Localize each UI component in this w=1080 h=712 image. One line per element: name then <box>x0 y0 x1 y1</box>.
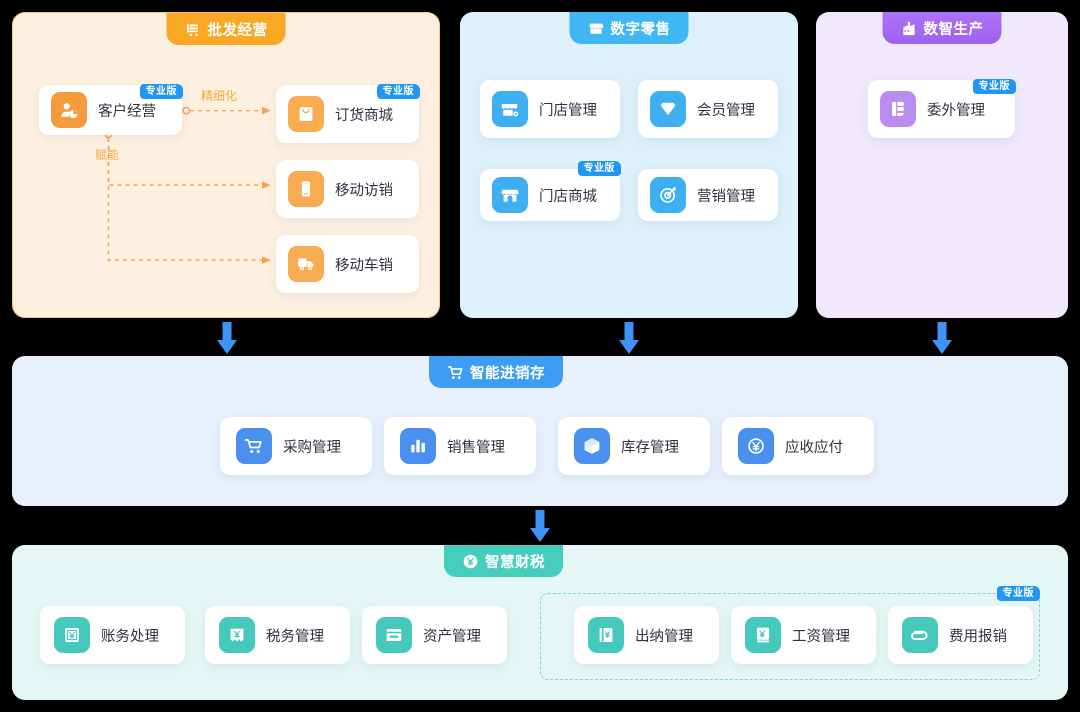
card-label: 出纳管理 <box>635 628 693 645</box>
flow-arrow-production-to-inventory <box>932 322 952 354</box>
card-store-mall[interactable]: 门店商城 专业版 <box>480 161 621 221</box>
purchase-cart-icon <box>236 428 272 464</box>
panel-retail: 数字零售 门店管理 <box>460 12 798 318</box>
card-label: 工资管理 <box>792 628 850 645</box>
yuan-badge-icon <box>462 553 479 570</box>
customer-icon <box>51 92 87 128</box>
card-payroll-management[interactable]: 工资管理 <box>731 606 876 664</box>
panel-inventory-sales: 智能进销存 采购管理 <box>12 356 1068 506</box>
panel-tab-production: 数智生产 <box>882 12 1002 44</box>
card-label: 移动车销 <box>335 257 393 274</box>
card-order-mall[interactable]: 订货商城 专业版 <box>276 84 420 143</box>
factory-icon <box>901 20 918 37</box>
card-asset-management[interactable]: 资产管理 <box>362 606 507 664</box>
card-marketing-management[interactable]: 营销管理 <box>638 169 778 221</box>
card-store-management[interactable]: 门店管理 <box>480 80 620 138</box>
storefront-icon <box>588 20 605 37</box>
panel-tab-label: 数字零售 <box>610 21 671 38</box>
card-cashier-management[interactable]: 出纳管理 <box>574 606 719 664</box>
card-accounting[interactable]: 账务处理 <box>40 606 185 664</box>
card-purchase-management[interactable]: 采购管理 <box>220 417 372 475</box>
card-label: 客户经营 <box>98 103 156 120</box>
card-mobile-van-sales[interactable]: 移动车销 <box>276 235 419 293</box>
panel-tab-retail: 数字零售 <box>569 12 689 44</box>
target-icon <box>650 177 686 213</box>
asset-icon <box>376 617 412 653</box>
flow-arrow-retail-to-inventory <box>619 322 639 354</box>
card-label: 应收应付 <box>785 439 843 456</box>
card-label: 门店商城 <box>539 188 597 205</box>
cart-shelf-icon <box>185 21 202 38</box>
bar-chart-icon <box>400 428 436 464</box>
panel-wholesale: 批发经营 精细 <box>12 12 440 318</box>
truck-icon <box>288 246 324 282</box>
card-label: 税务管理 <box>266 628 324 645</box>
panel-tab-label: 批发经营 <box>207 22 268 39</box>
flow-arrow-wholesale-to-inventory <box>217 322 237 354</box>
panel-tab-label: 智能进销存 <box>470 365 545 382</box>
pro-badge: 专业版 <box>139 84 183 99</box>
panel-tab-inventory: 智能进销存 <box>429 356 563 388</box>
tax-icon <box>219 617 255 653</box>
card-member-management[interactable]: 会员管理 <box>638 80 778 138</box>
connector-label-enable: 赋能 <box>95 148 120 162</box>
card-outsourcing-management[interactable]: 委外管理 专业版 <box>868 79 1016 138</box>
expense-icon <box>902 617 938 653</box>
card-expense-reimbursement[interactable]: 费用报销 <box>888 606 1033 664</box>
shop-icon <box>492 177 528 213</box>
card-label: 资产管理 <box>423 628 481 645</box>
cashier-icon <box>588 617 624 653</box>
box-icon <box>574 428 610 464</box>
card-label: 会员管理 <box>697 102 755 119</box>
pro-badge: 专业版 <box>996 586 1040 601</box>
card-label: 委外管理 <box>927 102 985 119</box>
card-sales-management[interactable]: 销售管理 <box>384 417 536 475</box>
connector-label-refine: 精细化 <box>201 89 238 103</box>
panel-finance-tax: 智慧财税 专业版 账务处理 <box>12 545 1068 700</box>
panel-tab-wholesale: 批发经营 <box>166 13 286 45</box>
panel-production: 数智生产 委外管理 专业版 <box>816 12 1068 318</box>
card-label: 门店管理 <box>539 102 597 119</box>
panel-tab-label: 数智生产 <box>923 21 984 38</box>
ledger-icon <box>54 617 90 653</box>
card-tax-management[interactable]: 税务管理 <box>205 606 350 664</box>
outsource-icon <box>880 91 916 127</box>
store-icon <box>492 91 528 127</box>
panel-tab-finance: 智慧财税 <box>444 545 563 577</box>
card-label: 费用报销 <box>949 628 1007 645</box>
diamond-icon <box>650 91 686 127</box>
pro-badge: 专业版 <box>972 79 1016 94</box>
card-label: 订货商城 <box>335 107 393 124</box>
card-mobile-visit-sales[interactable]: 移动访销 <box>276 160 419 218</box>
card-label: 采购管理 <box>283 439 341 456</box>
flow-arrow-inventory-to-finance <box>530 510 550 542</box>
card-inventory-management[interactable]: 库存管理 <box>558 417 710 475</box>
card-label: 营销管理 <box>697 188 755 205</box>
shoppingbag-icon <box>288 96 324 132</box>
card-label: 账务处理 <box>101 628 159 645</box>
pro-badge: 专业版 <box>577 161 621 176</box>
card-label: 移动访销 <box>335 182 393 199</box>
yuan-circle-icon <box>738 428 774 464</box>
pro-badge: 专业版 <box>376 84 420 99</box>
payroll-icon <box>745 617 781 653</box>
card-label: 销售管理 <box>447 439 505 456</box>
mobile-icon <box>288 171 324 207</box>
pro-group-box: 专业版 <box>540 586 1040 680</box>
panel-tab-label: 智慧财税 <box>485 554 545 571</box>
card-customer-operation[interactable]: 客户经营 专业版 <box>39 84 183 135</box>
card-label: 库存管理 <box>621 439 679 456</box>
card-receivable-payable[interactable]: 应收应付 <box>722 417 874 475</box>
cart-icon <box>447 364 464 381</box>
